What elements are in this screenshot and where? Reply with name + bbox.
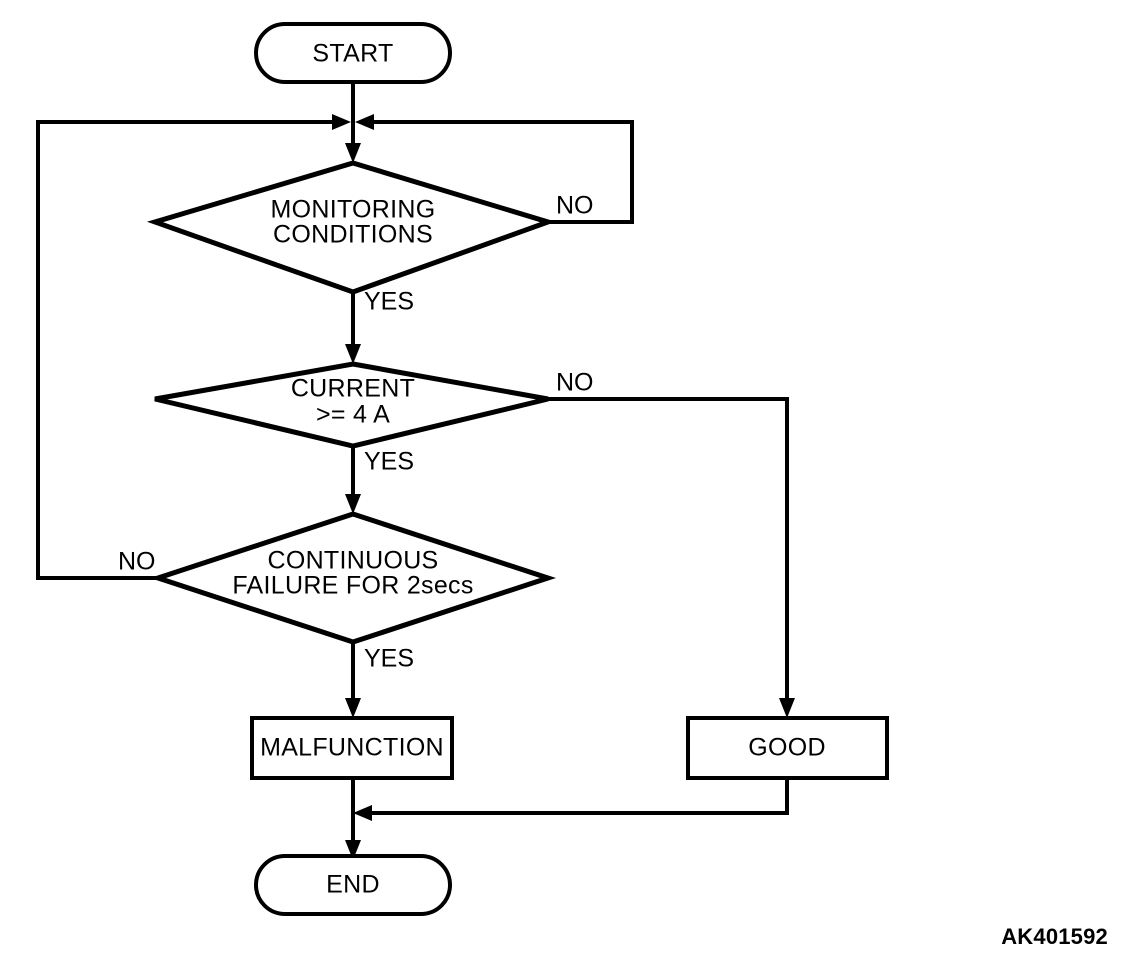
node-end: END xyxy=(254,854,452,916)
malfunction-box-shape xyxy=(250,716,454,780)
edge-current-yes xyxy=(345,446,361,514)
edge-continuous-no-loop xyxy=(36,114,351,580)
node-good: GOOD xyxy=(686,716,889,780)
edge-monitoring-no-loop xyxy=(355,114,634,224)
malfunction-label: MALFUNCTION xyxy=(260,734,444,762)
monitoring-label-line1: MONITORING xyxy=(270,196,435,224)
edge-current-no xyxy=(548,397,795,718)
current-decision-shape xyxy=(154,361,549,449)
continuous-label-line1: CONTINUOUS xyxy=(267,547,438,575)
current-label-line2: >= 4 A xyxy=(316,401,390,429)
good-box-shape xyxy=(686,716,889,780)
edge-label-monitoring-yes: YES xyxy=(364,288,414,316)
end-terminator-shape xyxy=(254,854,452,916)
good-label: GOOD xyxy=(748,734,826,762)
continuous-decision-shape xyxy=(149,511,557,645)
monitoring-decision-shape xyxy=(146,160,556,295)
edge-label-current-no: NO xyxy=(556,369,594,397)
continuous-label-line2: FAILURE FOR 2secs xyxy=(232,572,473,600)
edge-malfunction-to-end xyxy=(345,778,361,860)
current-label-line1: CURRENT xyxy=(291,375,415,403)
edge-continuous-yes xyxy=(345,642,361,718)
end-label: END xyxy=(326,871,380,899)
edge-junction-to-monitoring xyxy=(345,122,361,163)
node-monitoring-conditions: MONITORING CONDITIONS xyxy=(146,160,556,295)
node-start: START xyxy=(254,22,452,84)
start-terminator-shape xyxy=(254,22,452,84)
edge-monitoring-yes xyxy=(345,292,361,364)
node-malfunction: MALFUNCTION xyxy=(250,716,454,780)
edge-good-to-merge xyxy=(353,778,789,821)
edge-label-current-yes: YES xyxy=(364,448,414,476)
start-label: START xyxy=(312,40,393,68)
edge-label-continuous-yes: YES xyxy=(364,645,414,673)
node-current-threshold: CURRENT >= 4 A xyxy=(154,361,549,449)
edge-label-continuous-no: NO xyxy=(118,548,156,576)
monitoring-label-line2: CONDITIONS xyxy=(273,221,433,249)
figure-code-label: AK401592 xyxy=(1001,924,1108,949)
edge-label-monitoring-no: NO xyxy=(556,192,594,220)
node-continuous-failure: CONTINUOUS FAILURE FOR 2secs xyxy=(149,511,557,645)
